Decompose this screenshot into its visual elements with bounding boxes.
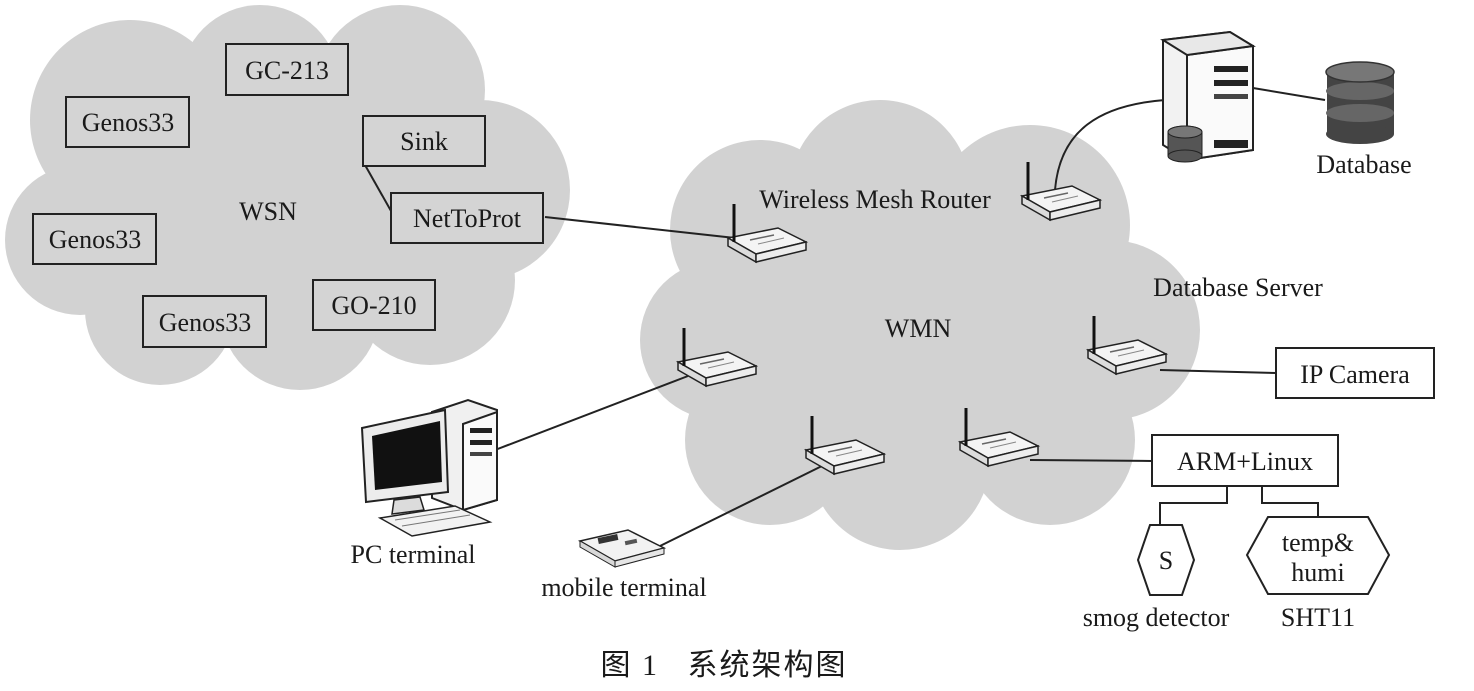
node-genos33-c-label: Genos33 — [159, 308, 251, 337]
node-genos33-c — [142, 295, 267, 348]
node-nettoprot — [390, 192, 544, 244]
smog-detector-label: smog detector — [1083, 603, 1230, 632]
node-go210-label: GO-210 — [331, 291, 416, 320]
smog-detector-hexagon — [1136, 524, 1196, 596]
wmn-cloud — [640, 100, 1200, 550]
sht11-hexagon — [1245, 516, 1391, 595]
link-server-database — [1252, 87, 1326, 101]
link-arm-sht — [1261, 486, 1319, 516]
link-router-ipcamera — [1159, 369, 1277, 374]
link-router-server — [1054, 99, 1166, 191]
ip-camera-box — [1275, 347, 1435, 399]
connections — [364, 87, 1326, 547]
link-router-arm — [1029, 459, 1153, 462]
server-icon — [1160, 30, 1256, 163]
wsn-nodes: GC-213 Genos33 Sink Genos33 NetToProt Ge… — [32, 43, 544, 348]
database-label: Database — [1316, 150, 1411, 179]
mobile-terminal-label: mobile terminal — [541, 573, 706, 602]
wsn-label: WSN — [239, 197, 297, 226]
wmn-label: WMN — [885, 314, 952, 343]
mobile-terminal-icon — [577, 529, 667, 568]
node-nettoprot-label: NetToProt — [413, 204, 522, 233]
figure-caption: 图 1 系统架构图 — [601, 649, 848, 682]
pc-terminal-label: PC terminal — [351, 540, 476, 569]
node-go210 — [312, 279, 436, 331]
node-sink-label: Sink — [400, 127, 448, 156]
database-server-label: Database Server — [1153, 273, 1323, 302]
arm-linux-label: ARM+Linux — [1177, 447, 1313, 476]
database-icon — [1325, 61, 1395, 144]
sht11-text-line2: humi — [1291, 558, 1344, 587]
sht11-text-line1: temp& — [1282, 528, 1354, 557]
wireless-mesh-router-label: Wireless Mesh Router — [759, 185, 991, 214]
node-genos33-a-label: Genos33 — [82, 108, 174, 137]
sht11-label: SHT11 — [1281, 603, 1355, 632]
link-pc-router — [494, 375, 689, 451]
smog-symbol: S — [1159, 546, 1173, 575]
node-gc213-label: GC-213 — [245, 56, 329, 85]
pc-terminal-icon — [360, 398, 498, 537]
ip-camera-label: IP Camera — [1300, 360, 1410, 389]
node-gc213 — [225, 43, 349, 96]
node-genos33-b — [32, 213, 157, 265]
node-sink — [362, 115, 486, 167]
link-nettoprot-router — [544, 216, 736, 239]
arm-linux-box — [1151, 434, 1339, 487]
node-genos33-a — [65, 96, 190, 148]
link-arm-smog — [1159, 486, 1228, 524]
link-mobile-router — [659, 461, 831, 547]
node-genos33-b-label: Genos33 — [49, 225, 141, 254]
